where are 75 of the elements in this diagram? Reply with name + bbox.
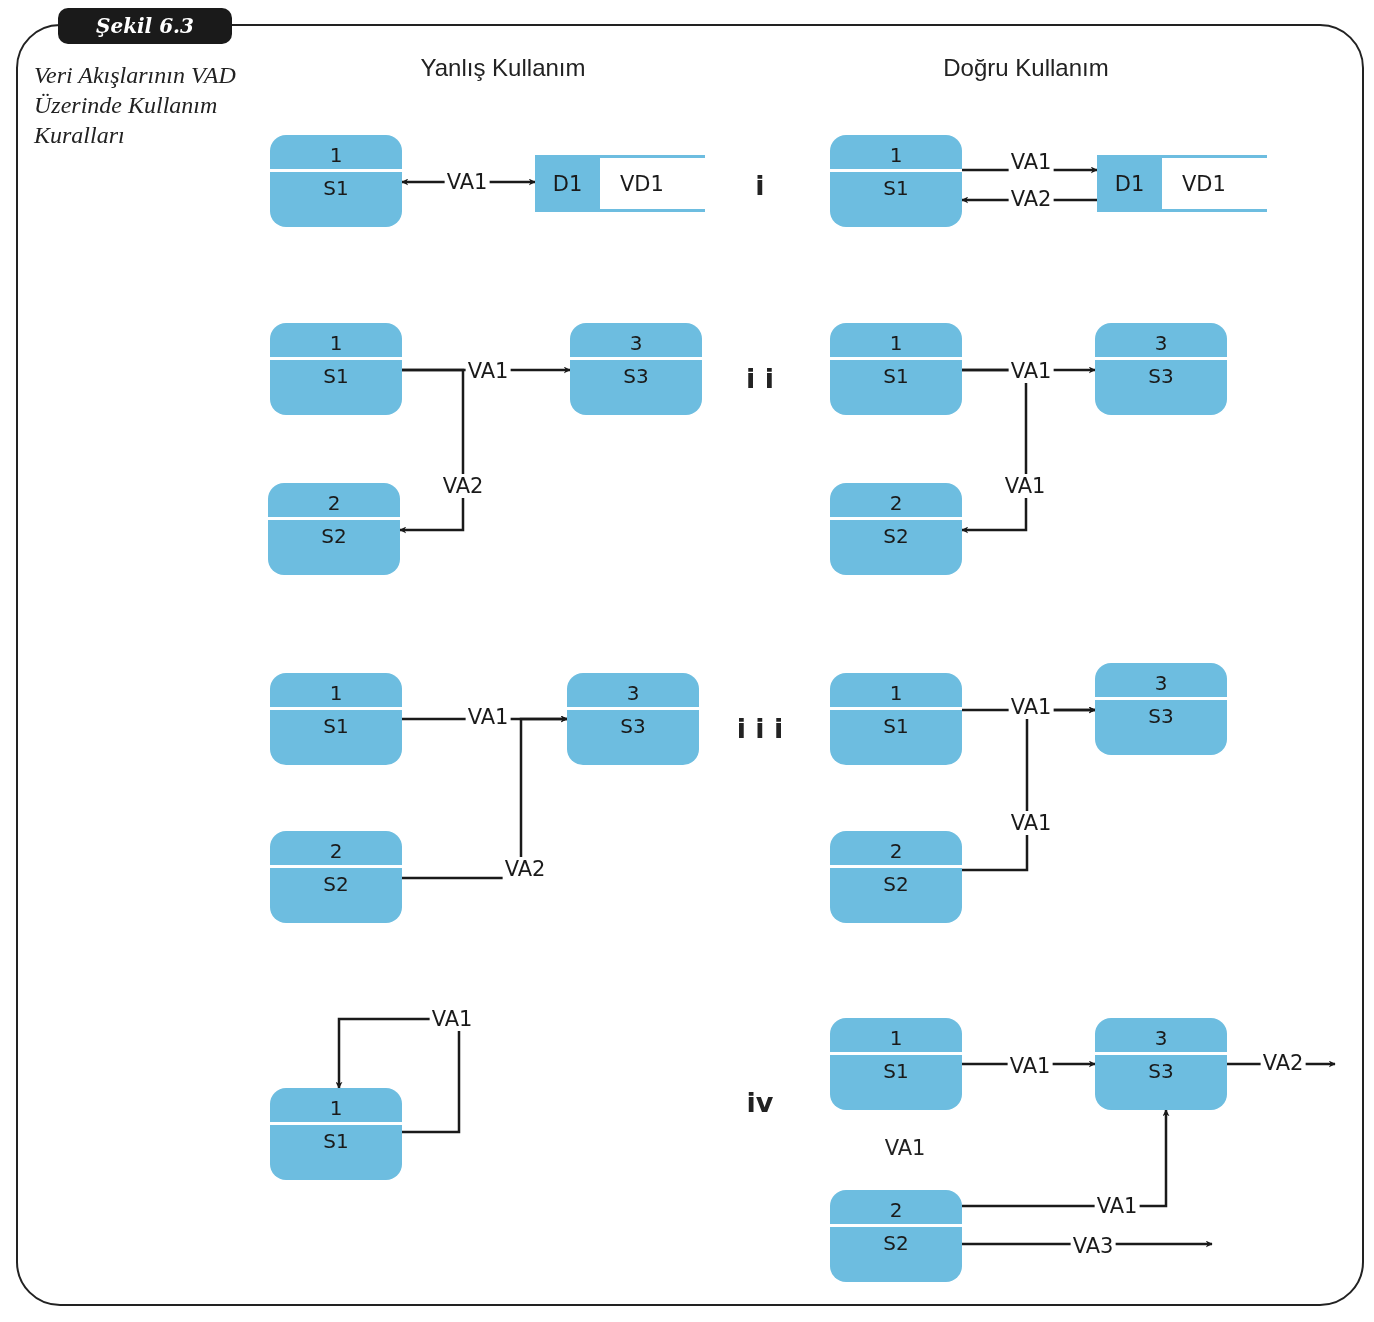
case-number: i i i bbox=[736, 712, 784, 744]
process-name: S2 bbox=[321, 523, 347, 550]
store-name: VD1 bbox=[619, 170, 665, 198]
process-box bbox=[1095, 323, 1227, 415]
process-number: 3 bbox=[1095, 1018, 1227, 1055]
edge-label: VA1 bbox=[1008, 150, 1054, 174]
process-number: 1 bbox=[270, 1088, 402, 1125]
process-name: S2 bbox=[883, 871, 909, 898]
case-number: i i bbox=[746, 362, 774, 394]
column-heading: Yanlış Kullanım bbox=[420, 54, 586, 82]
process-box bbox=[570, 323, 702, 415]
figure-title: Veri Akışlarının VAD Üzerinde Kullanım Kuralları bbox=[34, 61, 237, 150]
process-number: 1 bbox=[830, 1018, 962, 1055]
column-heading: Doğru Kullanım bbox=[943, 54, 1109, 82]
process-number: 1 bbox=[830, 323, 962, 360]
process-box bbox=[567, 673, 699, 765]
process-box bbox=[830, 323, 962, 415]
process-number: 1 bbox=[830, 135, 962, 172]
data-flow-arrow bbox=[402, 715, 568, 880]
data-store bbox=[1097, 155, 1267, 212]
case-number: iv bbox=[746, 1086, 774, 1118]
process-name: S1 bbox=[323, 1128, 349, 1155]
process-box bbox=[1095, 663, 1227, 755]
process-name: S2 bbox=[883, 1230, 909, 1257]
process-name: S3 bbox=[1148, 703, 1174, 730]
store-id: D1 bbox=[1097, 158, 1162, 209]
process-number: 3 bbox=[1095, 663, 1227, 700]
process-name: S1 bbox=[323, 175, 349, 202]
process-box bbox=[830, 673, 962, 765]
process-number: 2 bbox=[268, 483, 400, 520]
process-box bbox=[270, 323, 402, 415]
case-number: i bbox=[755, 169, 765, 201]
process-box bbox=[830, 1018, 962, 1110]
data-flow-arrow bbox=[335, 1017, 461, 1134]
process-number: 3 bbox=[567, 673, 699, 710]
process-box bbox=[270, 135, 402, 227]
process-box bbox=[270, 673, 402, 765]
process-name: S2 bbox=[323, 871, 349, 898]
process-name: S3 bbox=[620, 713, 646, 740]
process-box bbox=[270, 831, 402, 923]
data-store bbox=[535, 155, 705, 212]
process-name: S1 bbox=[883, 713, 909, 740]
process-name: S3 bbox=[1148, 363, 1174, 390]
flow-label: VA1 bbox=[884, 1136, 926, 1160]
process-box bbox=[830, 831, 962, 923]
process-number: 1 bbox=[270, 135, 402, 172]
process-name: S1 bbox=[323, 363, 349, 390]
figure-number: Şekil 6.3 bbox=[58, 8, 232, 44]
process-name: S1 bbox=[323, 713, 349, 740]
edge-label: VA1 bbox=[1008, 359, 1054, 383]
process-number: 1 bbox=[270, 323, 402, 360]
process-name: S3 bbox=[623, 363, 649, 390]
process-box bbox=[830, 135, 962, 227]
process-number: 2 bbox=[830, 483, 962, 520]
process-box bbox=[270, 1088, 402, 1180]
process-number: 1 bbox=[270, 673, 402, 710]
process-name: S2 bbox=[883, 523, 909, 550]
process-number: 2 bbox=[270, 831, 402, 868]
process-name: S1 bbox=[883, 175, 909, 202]
process-number: 2 bbox=[830, 1190, 962, 1227]
process-name: S3 bbox=[1148, 1058, 1174, 1085]
process-number: 3 bbox=[570, 323, 702, 360]
data-flow-arrow bbox=[399, 368, 465, 534]
process-box bbox=[830, 1190, 962, 1282]
edge-label: VA1 bbox=[1008, 695, 1054, 719]
process-number: 1 bbox=[830, 673, 962, 710]
process-name: S1 bbox=[883, 363, 909, 390]
process-box bbox=[1095, 1018, 1227, 1110]
process-box bbox=[830, 483, 962, 575]
store-id: D1 bbox=[535, 158, 600, 209]
store-name: VD1 bbox=[1181, 170, 1227, 198]
process-box bbox=[268, 483, 400, 575]
process-name: S1 bbox=[883, 1058, 909, 1085]
process-number: 2 bbox=[830, 831, 962, 868]
process-number: 3 bbox=[1095, 323, 1227, 360]
